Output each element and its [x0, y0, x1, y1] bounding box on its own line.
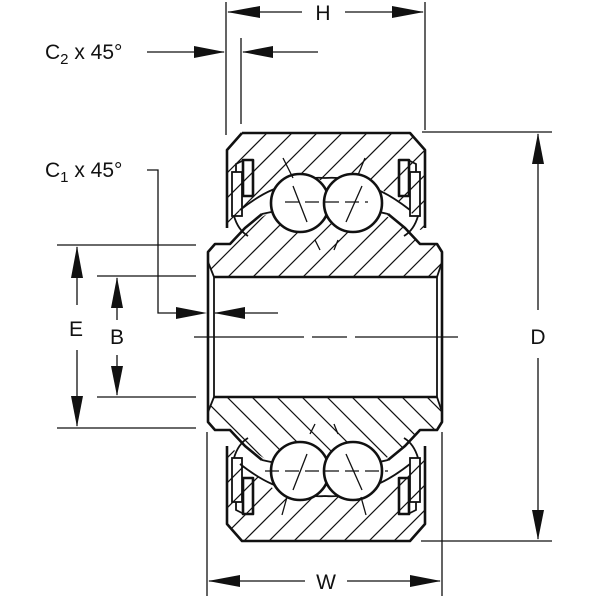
label-c1: C1 x 45°	[45, 159, 122, 186]
dimension-d: D	[421, 131, 552, 542]
hatch-line	[450, 395, 525, 470]
hatch-line	[389, 444, 425, 541]
seal-right-top	[397, 158, 421, 237]
hatch-line	[389, 133, 425, 230]
label-d: D	[530, 326, 545, 349]
dimension-h: H	[225, 2, 426, 135]
hatch-line	[515, 440, 600, 545]
label-b: B	[110, 326, 124, 349]
label-w: W	[316, 571, 336, 594]
hatch-line	[450, 205, 525, 280]
outer-ring-top	[225, 131, 427, 228]
ball-row-top	[269, 157, 384, 251]
hatch-line	[424, 397, 442, 462]
hatch-line	[490, 440, 595, 545]
seal-left-top	[231, 158, 255, 237]
hatch-line	[465, 440, 570, 545]
hatch-line	[475, 395, 550, 470]
hatch-line	[208, 212, 276, 277]
dimension-b: B	[97, 275, 196, 398]
hatch-line	[440, 440, 545, 545]
hatch-line	[208, 212, 226, 277]
hatch-line	[339, 444, 425, 541]
hatch-line	[125, 205, 200, 280]
label-c2: C2 x 45°	[45, 41, 122, 68]
dimension-w: W	[206, 432, 443, 596]
dimension-c1: C1 x 45°	[45, 159, 278, 319]
hatch-line	[364, 444, 425, 541]
outer-ring-bottom	[225, 446, 427, 543]
ball-row-bottom	[265, 423, 388, 516]
hatch-line	[227, 444, 246, 541]
hatch-line	[515, 130, 600, 235]
ball-top-right	[322, 172, 384, 234]
hatch-line	[125, 395, 200, 470]
seal-left-bottom	[231, 437, 255, 516]
dimension-c2: C2 x 45°	[45, 38, 318, 124]
hatch-line	[465, 130, 570, 235]
hatch-line	[227, 133, 271, 230]
seal-right-bottom	[397, 437, 421, 516]
hatch-line	[440, 130, 545, 235]
label-h: H	[315, 2, 330, 25]
label-e: E	[69, 318, 83, 341]
hatch-line	[414, 444, 425, 541]
hatch-line	[227, 133, 321, 230]
hatch-line	[115, 440, 220, 545]
hatch-line	[424, 212, 442, 277]
dimension-e: E	[57, 244, 196, 429]
hatch-line	[414, 133, 425, 230]
hatch-line	[208, 397, 226, 462]
hatch-line	[475, 205, 550, 280]
hatch-line	[115, 130, 220, 235]
hatch-line	[324, 212, 401, 277]
hatch-line	[490, 130, 595, 235]
